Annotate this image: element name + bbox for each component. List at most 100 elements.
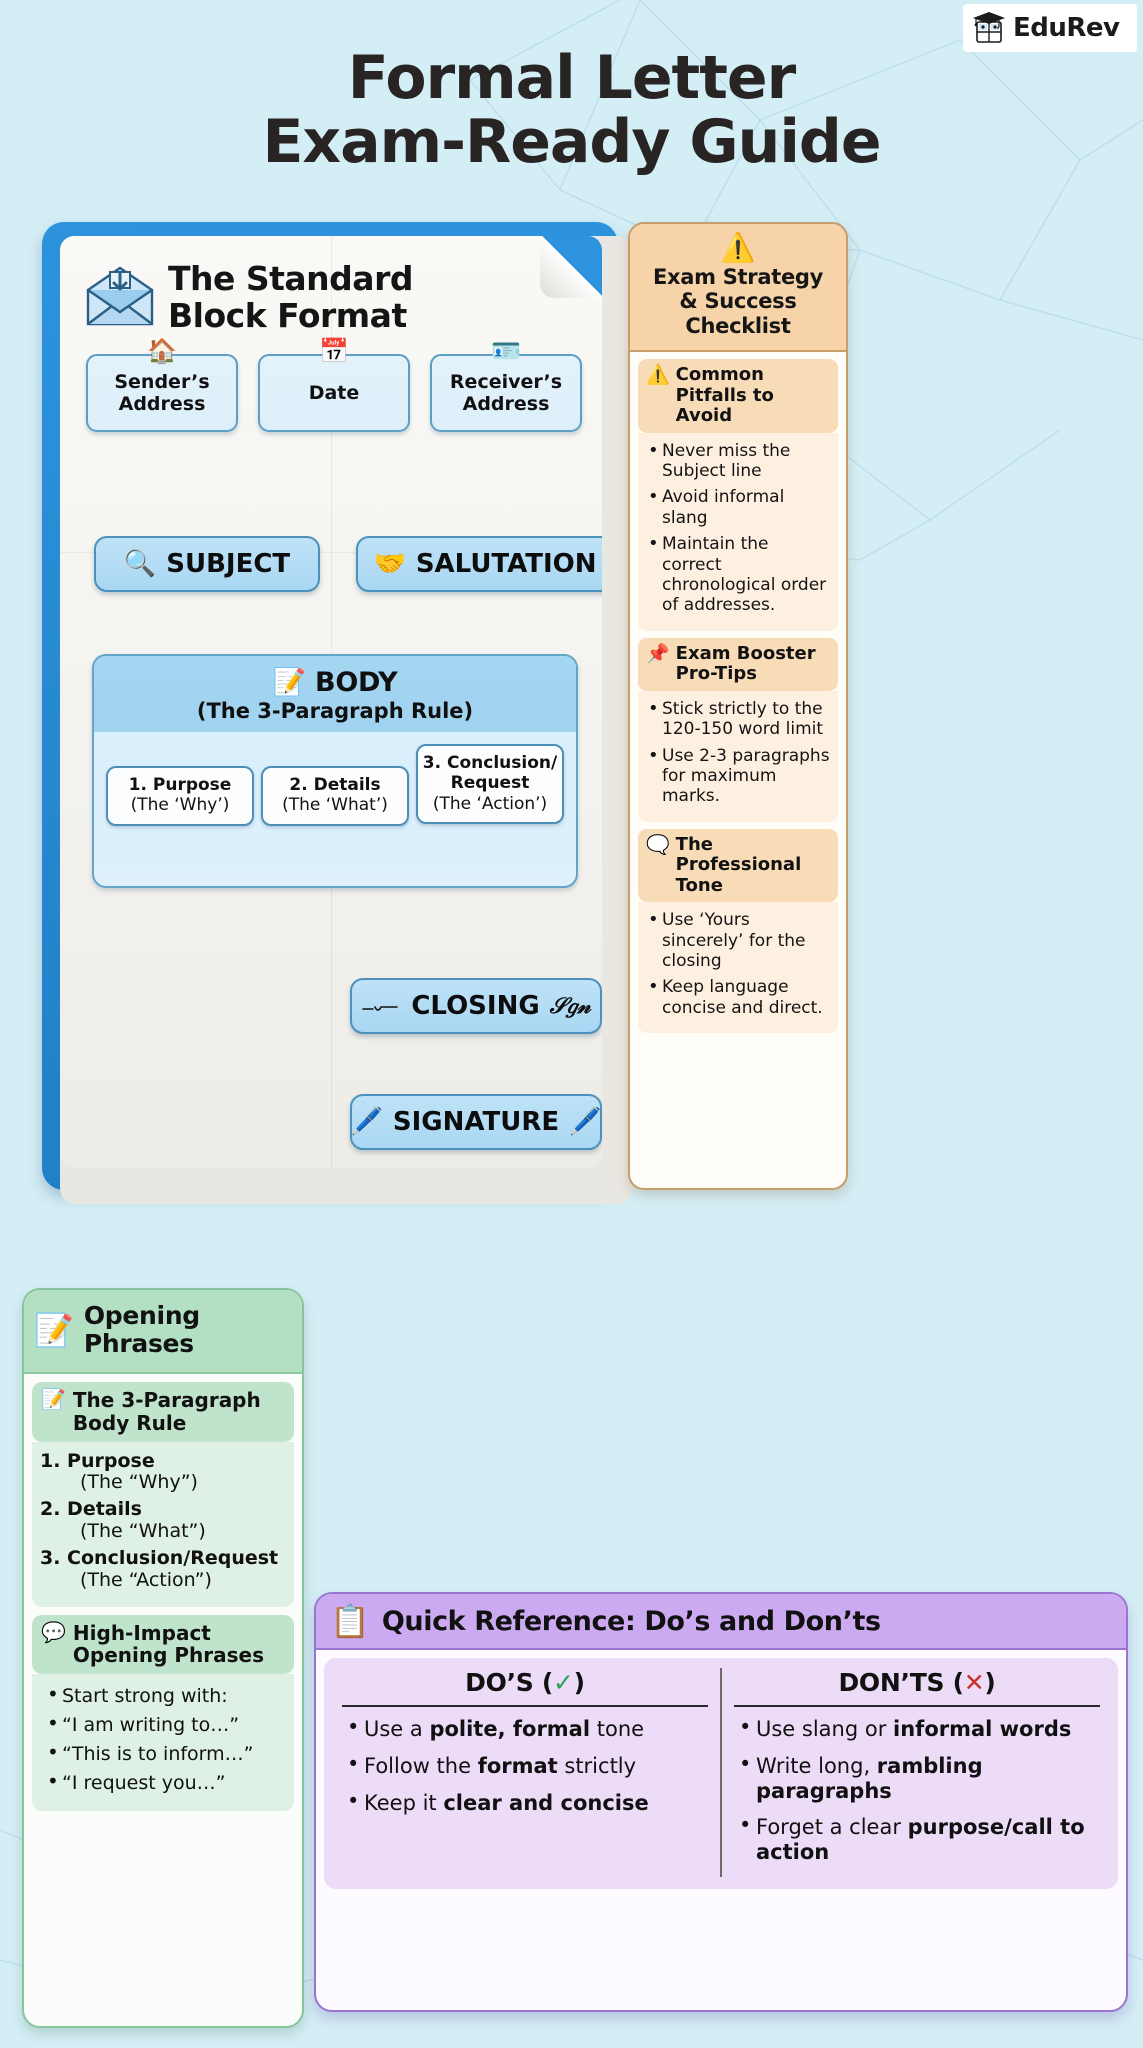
body-step-1-note: (The ‘Why’)	[130, 795, 230, 816]
receiver-address-line1: Receiver’s	[449, 370, 563, 393]
tone-body: Use ‘Yours sincerely’ for the closing Ke…	[638, 902, 838, 1034]
underline-stroke-icon	[362, 1006, 399, 1011]
page-title: Formal Letter Exam-Ready Guide	[0, 46, 1143, 174]
body-step-purpose[interactable]: 1. Purpose (The ‘Why’)	[106, 766, 254, 826]
closing-pill[interactable]: CLOSING 𝒮𝑔𝓃	[350, 978, 602, 1034]
pitfalls-body: Never miss the Subject line Avoid inform…	[638, 432, 838, 631]
dos-column: DO’S (✓) Use a polite, formal tone Follo…	[330, 1668, 720, 1877]
brand-name: EduRev	[1013, 13, 1120, 43]
rule-item-1-note: (The “Why”)	[80, 1471, 198, 1494]
memo-pencil-icon: 📝	[34, 1312, 74, 1348]
page-crease-horizontal	[60, 552, 602, 553]
phrases-section-body: Start strong with: “I am writing to…” “T…	[32, 1674, 294, 1812]
pen-icon-right: 🖊️	[569, 1107, 602, 1137]
exam-strategy-checklist-card: ⚠️ Exam Strategy & Success Checklist ⚠️ …	[628, 222, 848, 1190]
page-title-line2: Exam-Ready Guide	[262, 107, 881, 178]
body-section: 📝 BODY (The 3-Paragraph Rule) 1. Purpose…	[92, 654, 578, 888]
list-item: Keep language concise and direct.	[642, 976, 832, 1018]
rule-item-2-note: (The “What”)	[80, 1520, 206, 1543]
body-step-conclusion[interactable]: 3. Conclusion/ Request (The ‘Action’)	[416, 744, 564, 825]
quick-reference-title: Quick Reference: Do’s and Don’ts	[381, 1605, 881, 1637]
signature-flourish-icon: 𝒮𝑔𝓃	[549, 993, 591, 1019]
pitfalls-title: Common Pitfalls to Avoid	[675, 364, 774, 427]
checklist-card-header: ⚠️ Exam Strategy & Success Checklist	[630, 224, 846, 353]
sender-address-line1: Sender’s	[114, 370, 210, 393]
id-card-icon: 🪪	[491, 337, 521, 365]
list-item: Use slang or informal words	[734, 1715, 1100, 1742]
list-item: Maintain the correct chronological order…	[642, 533, 832, 616]
date-label: Date	[308, 381, 360, 404]
donts-header-label: DON’TS	[838, 1668, 945, 1697]
dos-column-header: DO’S (✓)	[342, 1668, 708, 1707]
protips-body: Stick strictly to the 120-150 word limit…	[638, 690, 838, 822]
page-title-line1: Formal Letter	[347, 43, 796, 113]
quick-reference-table: DO’S (✓) Use a polite, formal tone Follo…	[324, 1658, 1118, 1889]
house-icon: 🏠	[147, 337, 177, 365]
opening-phrases-card: 📝 Opening Phrases 📝 The 3-Paragraph Body…	[22, 1288, 304, 2028]
pen-icon: 🖊️	[350, 1107, 383, 1137]
rule-title-line2: Body Rule	[72, 1410, 187, 1435]
list-item: 3. Conclusion/Request (The “Action”)	[40, 1546, 286, 1592]
list-item: 2. Details (The “What”)	[40, 1498, 286, 1543]
memo-pencil-icon: 📝	[41, 1389, 66, 1411]
pushpin-icon: 📌	[646, 643, 670, 665]
sender-address-chip[interactable]: 🏠 Sender’s Address	[86, 339, 238, 432]
letter-card-heading: The Standard Block Format	[84, 260, 532, 335]
quick-reference-card: 📋 Quick Reference: Do’s and Don’ts DO’S …	[314, 1592, 1128, 2012]
body-section-header: 📝 BODY (The 3-Paragraph Rule)	[94, 656, 576, 732]
salutation-pill[interactable]: 🤝 SALUTATION	[356, 536, 602, 592]
body-step-3-label: 3. Conclusion/	[422, 753, 558, 773]
list-item: “This is to inform…”	[40, 1741, 286, 1765]
dos-header-label: DO’S	[465, 1668, 534, 1697]
subject-label: SUBJECT	[166, 549, 291, 579]
body-subtitle: (The 3-Paragraph Rule)	[196, 699, 474, 723]
signature-pill[interactable]: 🖊️ SIGNATURE 🖊️	[350, 1094, 602, 1150]
rule-title-line1: The 3-Paragraph	[72, 1388, 261, 1412]
open-envelope-icon	[86, 266, 154, 326]
rule-item-1-label: 1. Purpose	[40, 1449, 155, 1472]
body-step-2-note: (The ‘What’)	[282, 795, 388, 816]
body-step-1-label: 1. Purpose	[128, 775, 232, 795]
page-fold-corner	[540, 236, 602, 298]
list-item: Use ‘Yours sincerely’ for the closing	[642, 909, 832, 971]
checklist-section-protips: 📌 Exam Booster Pro-Tips Stick strictly t…	[630, 631, 846, 822]
opening-title-line1: Opening	[83, 1301, 200, 1330]
donts-column: DON’TS (✕) Use slang or informal words W…	[720, 1668, 1112, 1877]
rule-item-3-label: 3. Conclusion/Request	[40, 1546, 279, 1569]
red-warning-triangle-icon: ⚠️	[720, 232, 756, 263]
yellow-warning-triangle-icon: ⚠️	[646, 365, 670, 387]
date-chip[interactable]: 📅 Date	[258, 339, 410, 432]
opening-card-header: 📝 Opening Phrases	[24, 1290, 302, 1374]
brand-logo: EduRev	[963, 4, 1137, 52]
check-mark-icon: ✓	[553, 1668, 574, 1697]
receiver-address-chip[interactable]: 🪪 Receiver’s Address	[430, 339, 582, 432]
letter-page: The Standard Block Format 🏠 Sender’s Add…	[60, 236, 602, 1168]
phrases-title-line2: Opening Phrases	[72, 1643, 265, 1668]
receiver-address-line2: Address	[462, 393, 550, 415]
body-step-details[interactable]: 2. Details (The ‘What’)	[261, 766, 409, 826]
phrases-title-line1: High-Impact	[72, 1620, 211, 1645]
checklist-section-tone: 🗨️ The Professional Tone Use ‘Yours sinc…	[630, 822, 846, 1034]
tone-title: The Professional Tone	[675, 833, 802, 896]
list-item: Use a polite, formal tone	[342, 1715, 708, 1742]
standard-block-format-card: The Standard Block Format 🏠 Sender’s Add…	[42, 222, 632, 1204]
pitfalls-section-header: ⚠️ Common Pitfalls to Avoid	[638, 359, 838, 433]
donts-column-header: DON’TS (✕)	[734, 1668, 1100, 1707]
checklist-title-line1: Exam Strategy	[652, 265, 824, 289]
speech-balloon-icon: 💬	[41, 1621, 66, 1644]
sender-address-line2: Address	[118, 393, 206, 415]
closing-label: CLOSING	[411, 991, 540, 1021]
rule-section-header: 📝 The 3-Paragraph Body Rule	[32, 1382, 294, 1442]
checklist-title-line3: Checklist	[685, 313, 791, 338]
body-title: BODY	[315, 667, 398, 698]
subject-pill[interactable]: 🔍 SUBJECT	[94, 536, 320, 592]
list-item: Forget a clear purpose/call to action	[734, 1813, 1100, 1865]
list-item: “I request you…”	[40, 1770, 286, 1794]
body-step-3-label2: Request	[450, 773, 530, 794]
list-item: Never miss the Subject line	[642, 440, 832, 482]
letter-header-blocks: 🏠 Sender’s Address 📅 Date 🪪 Receiver’s A…	[86, 339, 582, 432]
rule-item-2-label: 2. Details	[40, 1498, 142, 1521]
opening-title-line2: Phrases	[83, 1329, 194, 1358]
list-item: Stick strictly to the 120-150 word limit	[642, 698, 832, 740]
speech-balloon-icon: 🗨️	[646, 834, 670, 856]
